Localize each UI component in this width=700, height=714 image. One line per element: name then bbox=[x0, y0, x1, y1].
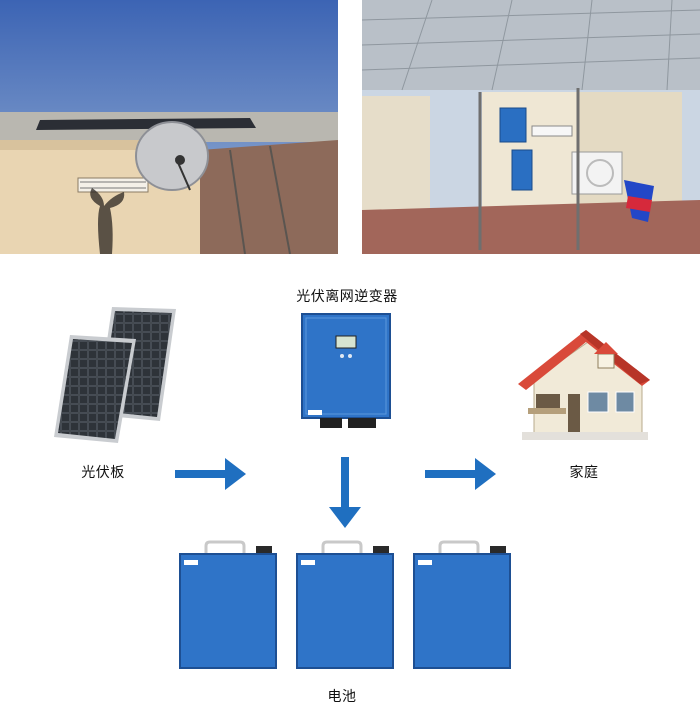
arrow-inverter-to-battery bbox=[329, 457, 361, 528]
battery-label: 电池 bbox=[327, 689, 357, 705]
battery-icon bbox=[412, 538, 512, 670]
rooftop-photo-right bbox=[362, 0, 700, 254]
arrow-panel-to-inverter bbox=[175, 458, 246, 490]
rooftop-photo-left bbox=[0, 0, 338, 254]
home-label: 家庭 bbox=[569, 465, 599, 481]
battery-icon bbox=[295, 538, 395, 670]
inverter-label: 光伏离网逆变器 bbox=[296, 289, 398, 305]
panel-label: 光伏板 bbox=[81, 465, 125, 481]
solar-panel-icon bbox=[52, 305, 178, 445]
battery-icon bbox=[178, 538, 278, 670]
inverter-icon bbox=[300, 312, 392, 432]
house-icon bbox=[514, 320, 654, 444]
arrow-inverter-to-home bbox=[425, 458, 496, 490]
